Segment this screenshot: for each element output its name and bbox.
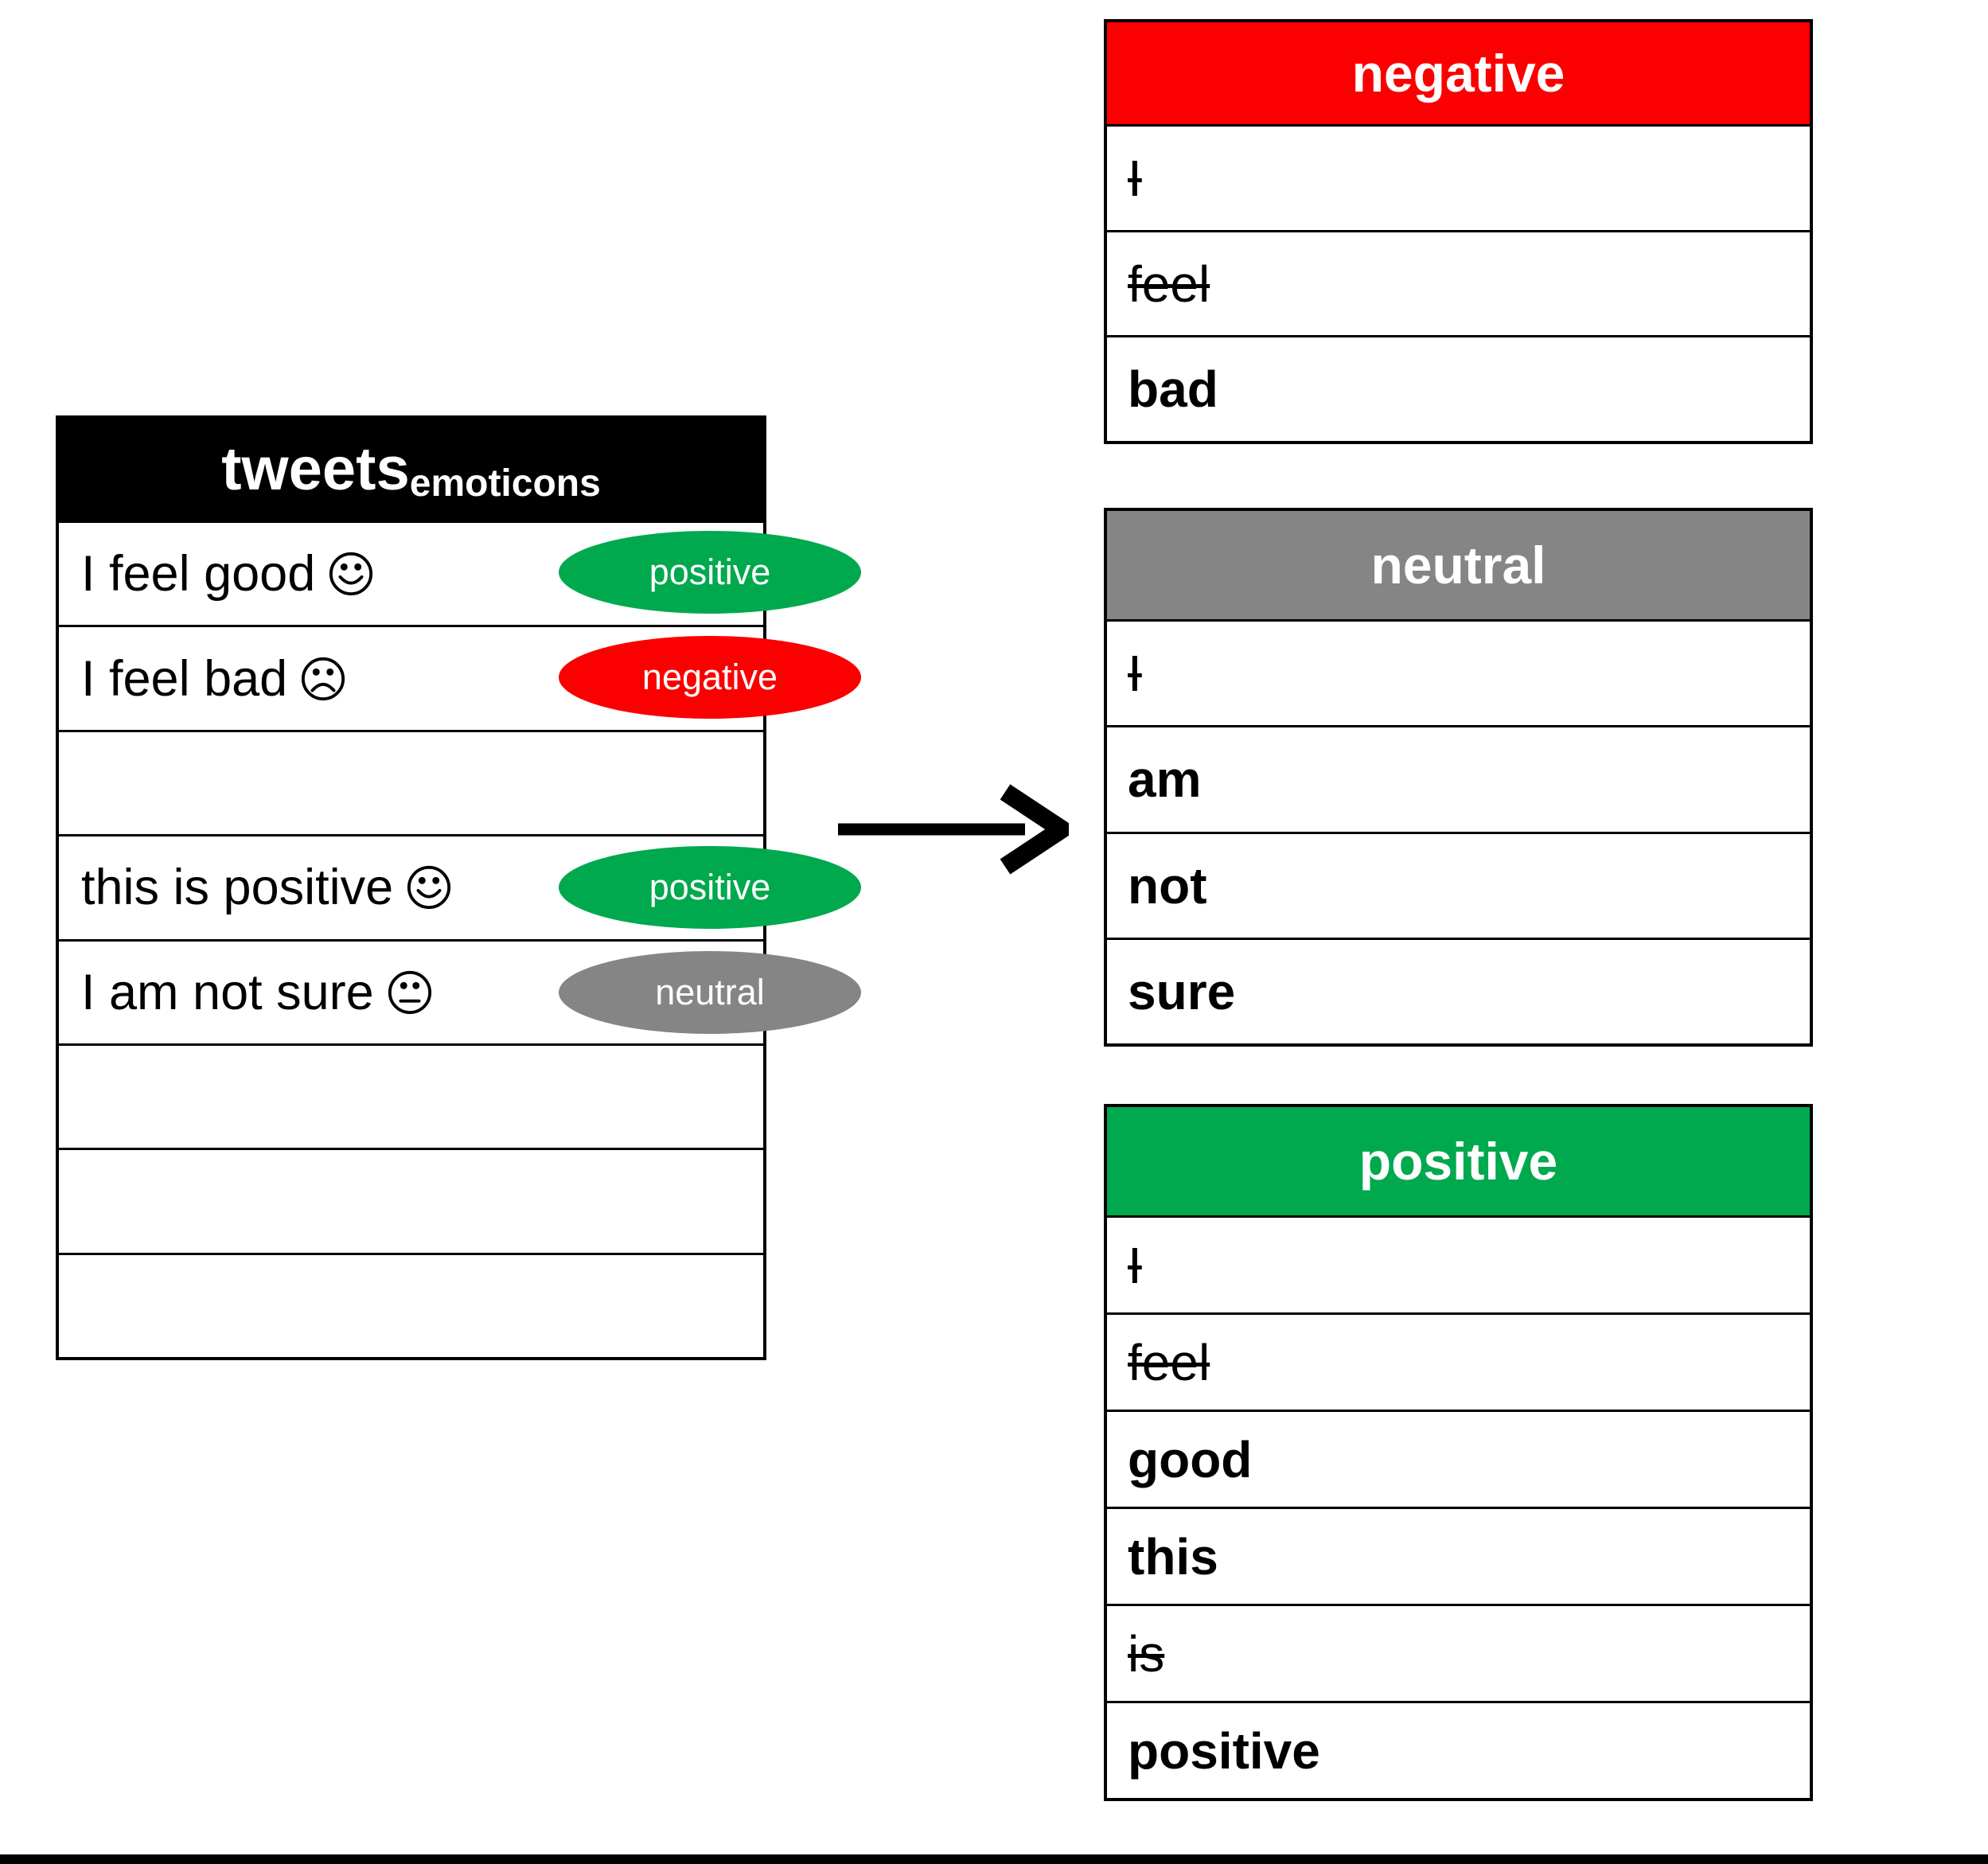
word-text: sure (1128, 962, 1236, 1020)
word-cell: I (1107, 619, 1810, 725)
word-cell: I (1107, 124, 1810, 230)
word-text: I (1128, 1236, 1142, 1294)
word-text: feel (1128, 1333, 1210, 1391)
word-text: good (1128, 1430, 1253, 1488)
word-cell: feel (1107, 229, 1810, 336)
word-text: not (1128, 856, 1207, 914)
positive-table-header: positive (1107, 1107, 1810, 1215)
word-cell: positive (1107, 1701, 1810, 1798)
word-cell: I (1107, 1215, 1810, 1312)
sentiment-badge-positive: positive (559, 846, 861, 929)
sentiment-badge-neutral: neutral (559, 951, 861, 1034)
slide-bottom-edge (0, 1854, 1988, 1864)
right-arrow-icon (838, 784, 1069, 875)
tweet-text: I feel bad (81, 650, 288, 707)
tweet-text: this is positive (81, 860, 394, 916)
tweets-table-title-subscript: emoticons (409, 462, 601, 505)
negative-word-table: negative I feel bad (1104, 19, 1813, 444)
neutral-table-header: neutral (1107, 511, 1810, 619)
tweet-row-1: I feel good (59, 521, 763, 625)
tweet-text: I am not sure (81, 964, 374, 1020)
neutral-word-table: neutral I am not sure (1104, 508, 1813, 1047)
tweets-table-title: tweets (221, 435, 410, 503)
word-cell: good (1107, 1410, 1810, 1507)
word-text: this (1128, 1527, 1218, 1585)
tweet-row-8-empty (59, 1252, 763, 1357)
word-cell: feel (1107, 1312, 1810, 1410)
word-text: bad (1128, 361, 1218, 419)
smiley-icon (329, 552, 373, 596)
negative-table-header: negative (1107, 22, 1810, 124)
sentiment-badge-label: neutral (655, 972, 765, 1012)
word-cell: is (1107, 1604, 1810, 1701)
word-cell: sure (1107, 937, 1810, 1043)
word-text: I (1128, 645, 1142, 703)
tweet-row-4: this is positive (59, 834, 763, 938)
sentiment-badge-positive: positive (559, 531, 861, 614)
word-cell: this (1107, 1507, 1810, 1604)
tweet-row-2: I feel bad (59, 625, 763, 729)
word-text: feel (1128, 255, 1210, 313)
positive-word-table: positive I feel good this is positive (1104, 1104, 1813, 1801)
word-text: positive (1128, 1722, 1320, 1780)
tweet-row-5: I am not sure (59, 938, 763, 1043)
neutral-face-icon (388, 970, 431, 1014)
word-text: am (1128, 751, 1202, 809)
sentiment-badge-negative: negative (559, 636, 861, 719)
tweet-text: I feel good (81, 546, 316, 602)
frown-icon (302, 657, 345, 700)
word-cell: bad (1107, 335, 1810, 441)
smiley-icon (407, 866, 451, 910)
word-text: I (1128, 149, 1142, 207)
sentiment-badge-label: positive (649, 552, 771, 592)
sentiment-badge-label: positive (649, 867, 771, 907)
word-cell: not (1107, 831, 1810, 938)
word-text: is (1128, 1624, 1165, 1683)
word-cell: am (1107, 725, 1810, 831)
tweet-row-7-empty (59, 1148, 763, 1252)
sentiment-badge-label: negative (641, 657, 778, 697)
tweet-row-3-empty (59, 729, 763, 834)
tweet-row-6-empty (59, 1043, 763, 1148)
